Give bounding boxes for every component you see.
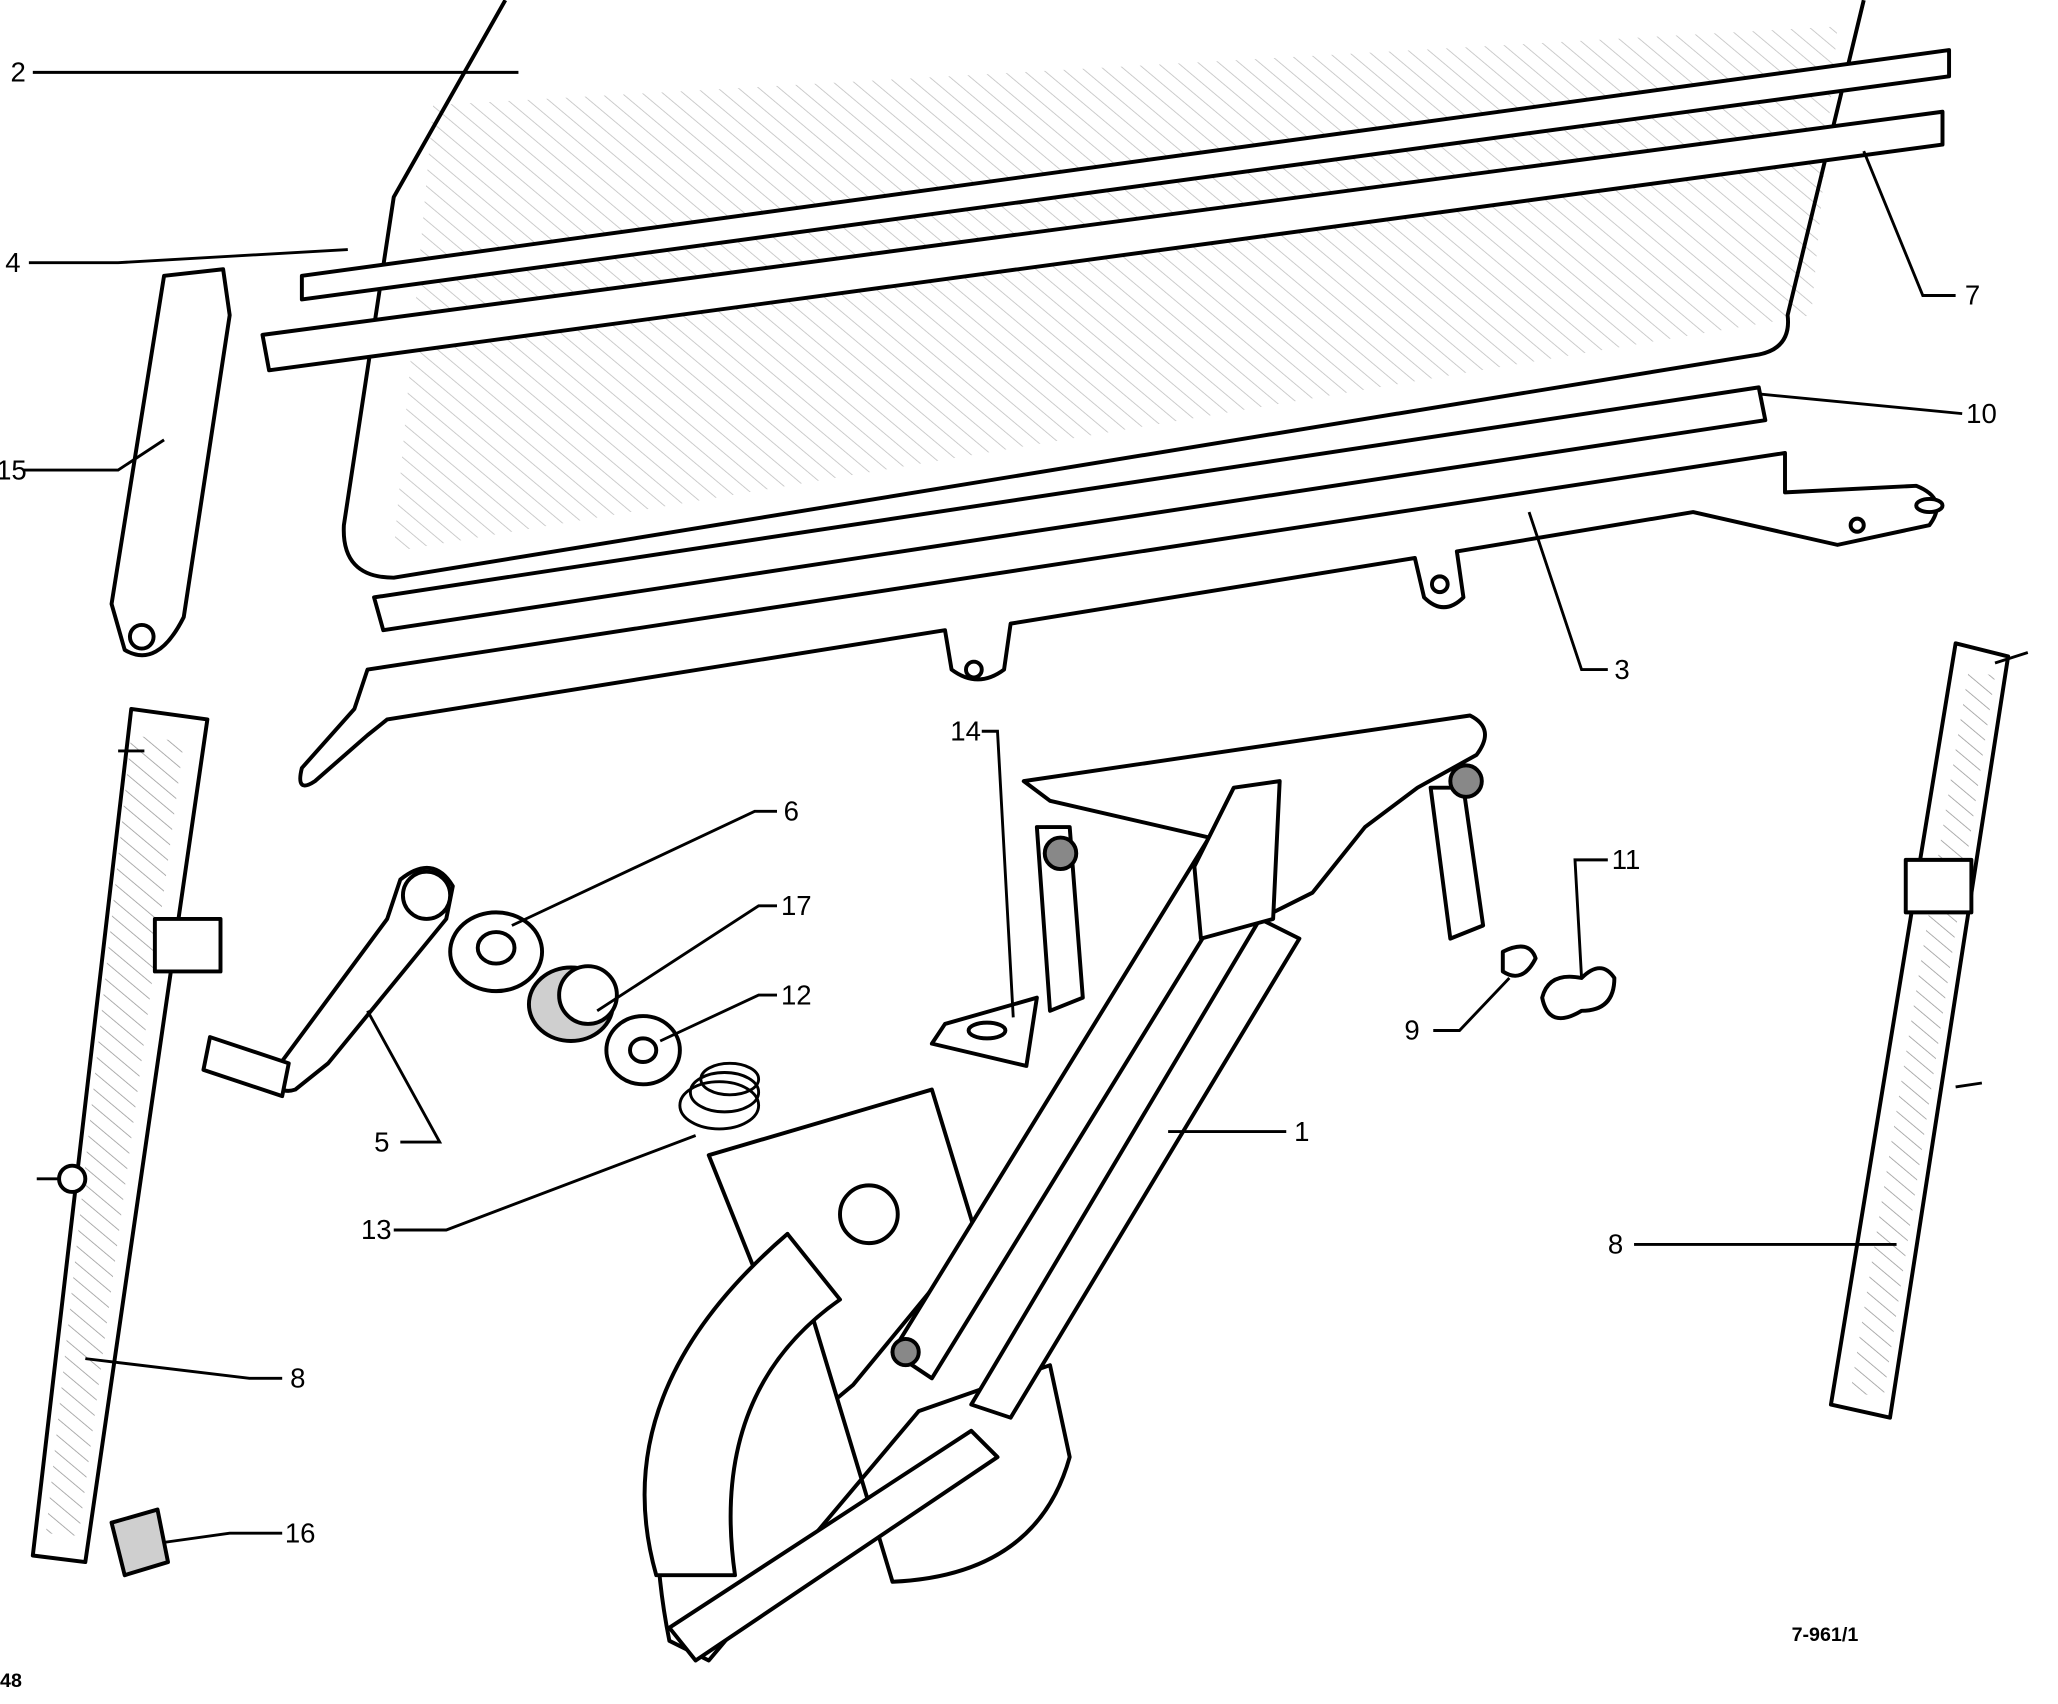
callout-6: 6 [784, 796, 799, 827]
glass-pane [341, 0, 1866, 580]
callout-8-left: 8 [290, 1363, 305, 1394]
callout-5: 5 [374, 1126, 389, 1157]
callout-11: 11 [1612, 844, 1641, 875]
callout-10: 10 [1966, 398, 1997, 429]
callout-2: 2 [11, 57, 26, 88]
lower-channel [298, 451, 1945, 788]
callout-17: 17 [781, 890, 812, 921]
figure-code: 7-961/1 [1792, 1624, 1859, 1646]
callout-1: 1 [1294, 1116, 1309, 1147]
page-number: 48 [0, 1670, 22, 1692]
guide-channel-right [1828, 641, 2029, 1420]
callout-12: 12 [781, 979, 812, 1010]
regulator [642, 713, 1487, 1663]
upper-rail-inner [299, 48, 1952, 302]
leader-lines [23, 70, 1963, 1544]
crank-handle [201, 865, 455, 1099]
escutcheon [448, 910, 545, 994]
stop-pad [109, 1507, 170, 1578]
guide-channel-left [30, 706, 223, 1565]
glass-channel-seal [372, 385, 1768, 633]
upper-rail-outer [260, 109, 1945, 373]
bracket [929, 995, 1039, 1068]
callout-13: 13 [361, 1214, 392, 1245]
callout-14: 14 [950, 715, 981, 746]
callout-16: 16 [285, 1517, 316, 1548]
front-guide [109, 267, 232, 658]
washer [604, 1014, 682, 1087]
bushing [526, 964, 619, 1043]
callout-15: 15 [0, 454, 27, 485]
callout-3: 3 [1614, 654, 1629, 685]
clip-large [1540, 966, 1617, 1021]
callout-4: 4 [5, 247, 20, 278]
callout-7: 7 [1965, 280, 1980, 311]
callout-8-right: 8 [1608, 1229, 1623, 1260]
spring [678, 1061, 761, 1131]
callout-9: 9 [1404, 1015, 1419, 1046]
clip-small [1500, 944, 1538, 978]
